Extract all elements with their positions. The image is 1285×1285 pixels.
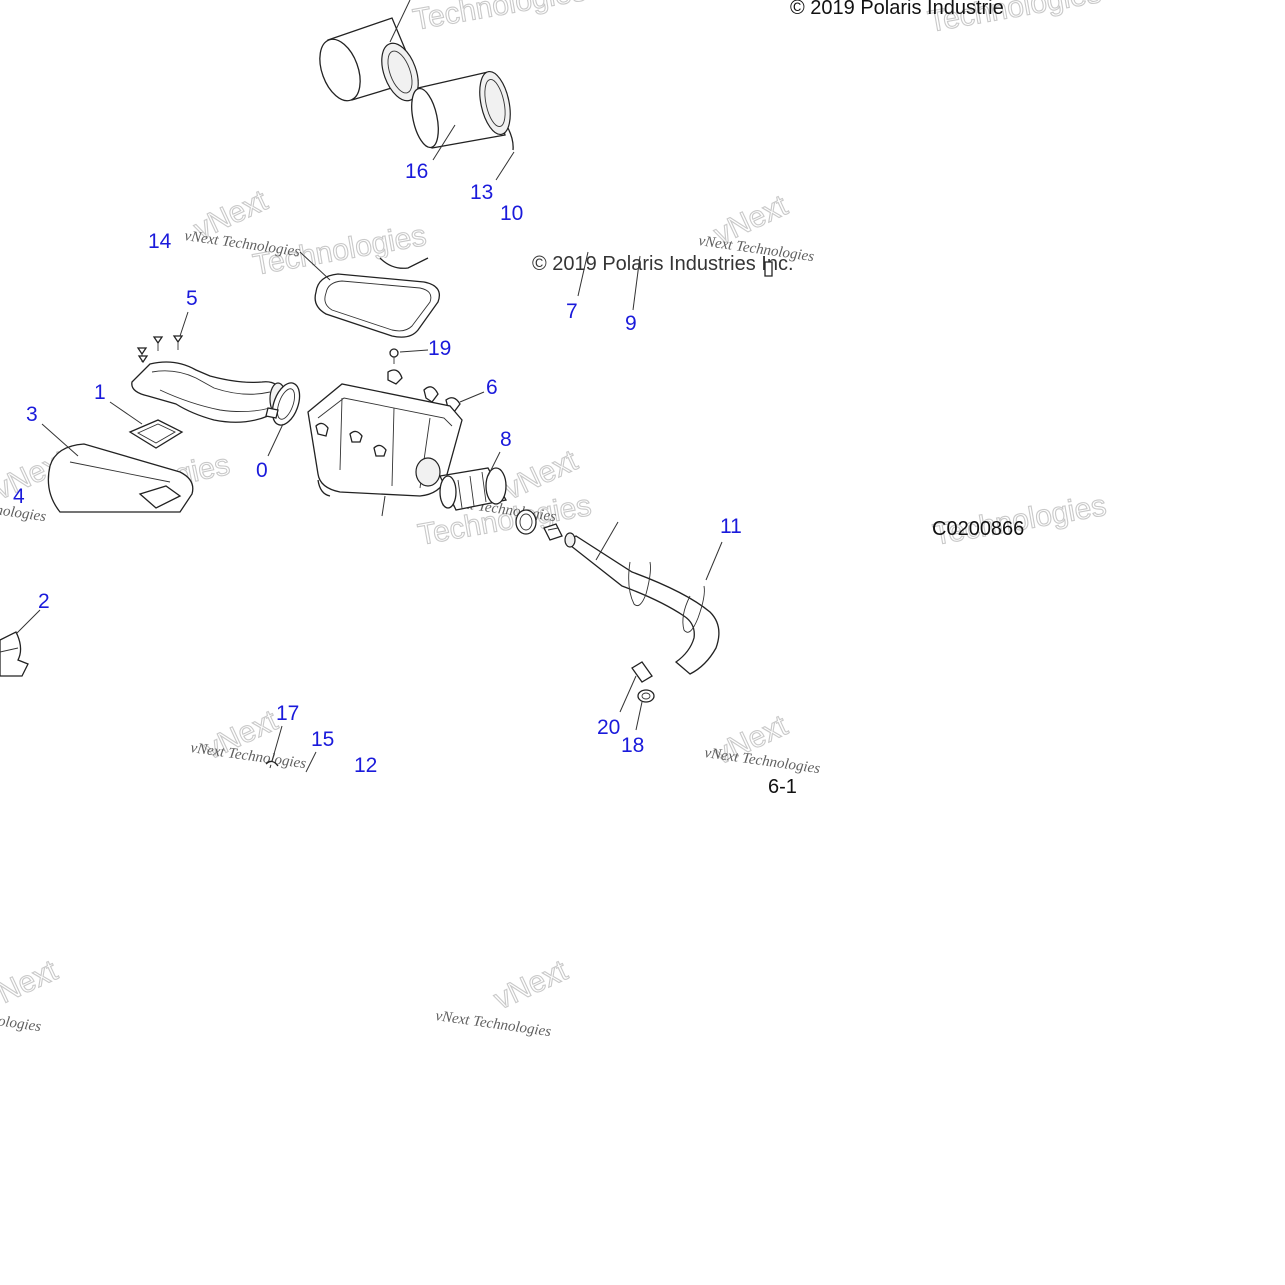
- rubber-coupler: [439, 451, 508, 511]
- callout-11: 11: [720, 515, 742, 538]
- left-fitting: [0, 609, 41, 677]
- callout-2: 2: [38, 590, 50, 613]
- watermark-vnext: vNext: [489, 954, 573, 1017]
- small-hose-and-clamp: [619, 661, 655, 731]
- watermark-technologies: Technologies: [410, 0, 588, 37]
- callout-13: 13: [470, 181, 493, 204]
- duct-mount-plate: [128, 419, 184, 449]
- screws-group: [136, 311, 189, 364]
- callout-9: 9: [625, 312, 637, 335]
- callout-8: 8: [500, 428, 512, 451]
- airbox-lid-gasket: [299, 251, 441, 338]
- watermark-small-text: vNext Technologies: [434, 1008, 552, 1040]
- callout-17: 17: [276, 702, 299, 725]
- callout-0: 0: [256, 459, 268, 482]
- figure-code: C0200866: [932, 518, 1024, 540]
- callout-16: 16: [405, 160, 428, 183]
- copyright-top: © 2019 Polaris Industrie: [790, 0, 1004, 19]
- copyright-mid: © 2019 Polaris Industries Inc.: [532, 253, 794, 275]
- airbox: [307, 383, 463, 517]
- watermark-small-text: vNext Technologies: [183, 228, 301, 260]
- callout-15: 15: [311, 728, 334, 751]
- intake-duct: [109, 361, 287, 425]
- callout-4: 4: [13, 485, 25, 508]
- coupler-clamp: [515, 509, 537, 535]
- floor-panel: [41, 423, 194, 513]
- callout-1: 1: [94, 381, 106, 404]
- page-ref: 6-1: [768, 776, 797, 798]
- callout-5: 5: [186, 287, 198, 310]
- callout-18: 18: [621, 734, 644, 757]
- watermark-vnext: vNext: [0, 954, 63, 1017]
- callout-10: 10: [500, 202, 523, 225]
- callout-6: 6: [486, 376, 498, 399]
- callout-7: 7: [566, 300, 578, 323]
- hose-clamp: [265, 382, 301, 457]
- callout-12: 12: [354, 754, 377, 777]
- breather-hose: [564, 521, 723, 675]
- callout-14: 14: [148, 230, 172, 253]
- callout-3: 3: [26, 403, 38, 426]
- callout-19: 19: [428, 337, 451, 360]
- intake-tube-large: [319, 0, 419, 102]
- callout-20: 20: [597, 716, 620, 739]
- callout-layer: 16 13 10 14 7 9 5 19 6 1 3 0 8 4 11 2 20…: [13, 160, 742, 777]
- hose-fitting: [543, 523, 563, 541]
- filter-sleeve: [411, 70, 515, 181]
